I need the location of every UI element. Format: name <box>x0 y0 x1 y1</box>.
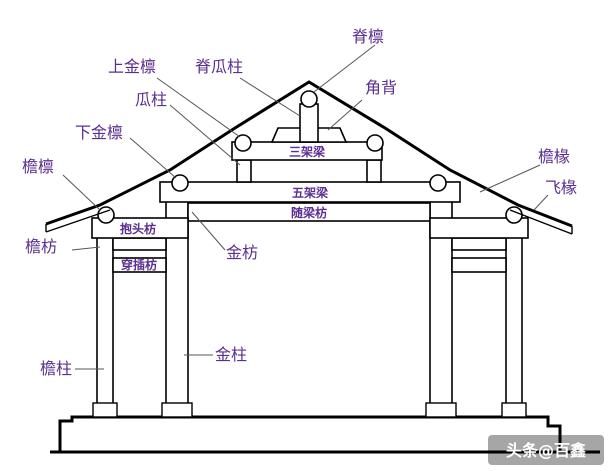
gua-zhu-left <box>236 159 252 183</box>
eave-column-right <box>501 224 527 418</box>
lower-ties <box>112 237 507 273</box>
golden-column-right <box>425 199 457 418</box>
label-yan-zhu: 檐柱 <box>40 359 72 378</box>
label-fei-chuan: 飞椽 <box>545 178 577 197</box>
sui-liang-fang-beam <box>187 202 431 222</box>
label-ji-gua-zhu: 脊瓜柱 <box>195 57 243 76</box>
label-bao-tou-fang: 抱头枋 <box>120 221 156 236</box>
label-yan-lin: 檐檩 <box>22 157 54 176</box>
purlins <box>97 90 523 224</box>
roof-rafters <box>45 80 573 235</box>
stone-base <box>50 415 600 454</box>
label-chuan-cha-fang: 穿插枋 <box>121 257 157 272</box>
label-ji-lin: 脊檩 <box>352 27 384 46</box>
bao-tou-fang-right-beam <box>429 217 529 239</box>
label-san-jia-liang: 三架梁 <box>289 144 325 159</box>
watermark-text: 头条@百鑫 <box>506 441 586 460</box>
label-wu-jia-liang: 五架梁 <box>292 185 328 200</box>
label-jin-fang: 金枋 <box>226 243 258 262</box>
label-xia-jin-lin: 下金檩 <box>75 123 123 142</box>
wu-jia-liang-beam <box>159 181 461 203</box>
label-sui-liang-fang: 随梁枋 <box>291 205 327 220</box>
eave-column-left <box>92 224 118 418</box>
label-gua-zhu: 瓜柱 <box>135 90 167 109</box>
ji-gua-zhu-post <box>299 103 319 143</box>
label-yan-fang: 檐枋 <box>25 237 57 256</box>
label-shang-jin-lin: 上金檩 <box>108 57 156 76</box>
label-jiao-bei: 角背 <box>365 78 397 97</box>
bao-tou-fang-beam <box>91 217 189 239</box>
label-jin-zhu: 金柱 <box>215 345 247 364</box>
watermark: 头条@百鑫 <box>488 435 604 465</box>
leader-lines <box>62 44 549 370</box>
label-yan-chuan: 檐椽 <box>538 147 570 166</box>
gua-zhu-right <box>366 159 382 183</box>
